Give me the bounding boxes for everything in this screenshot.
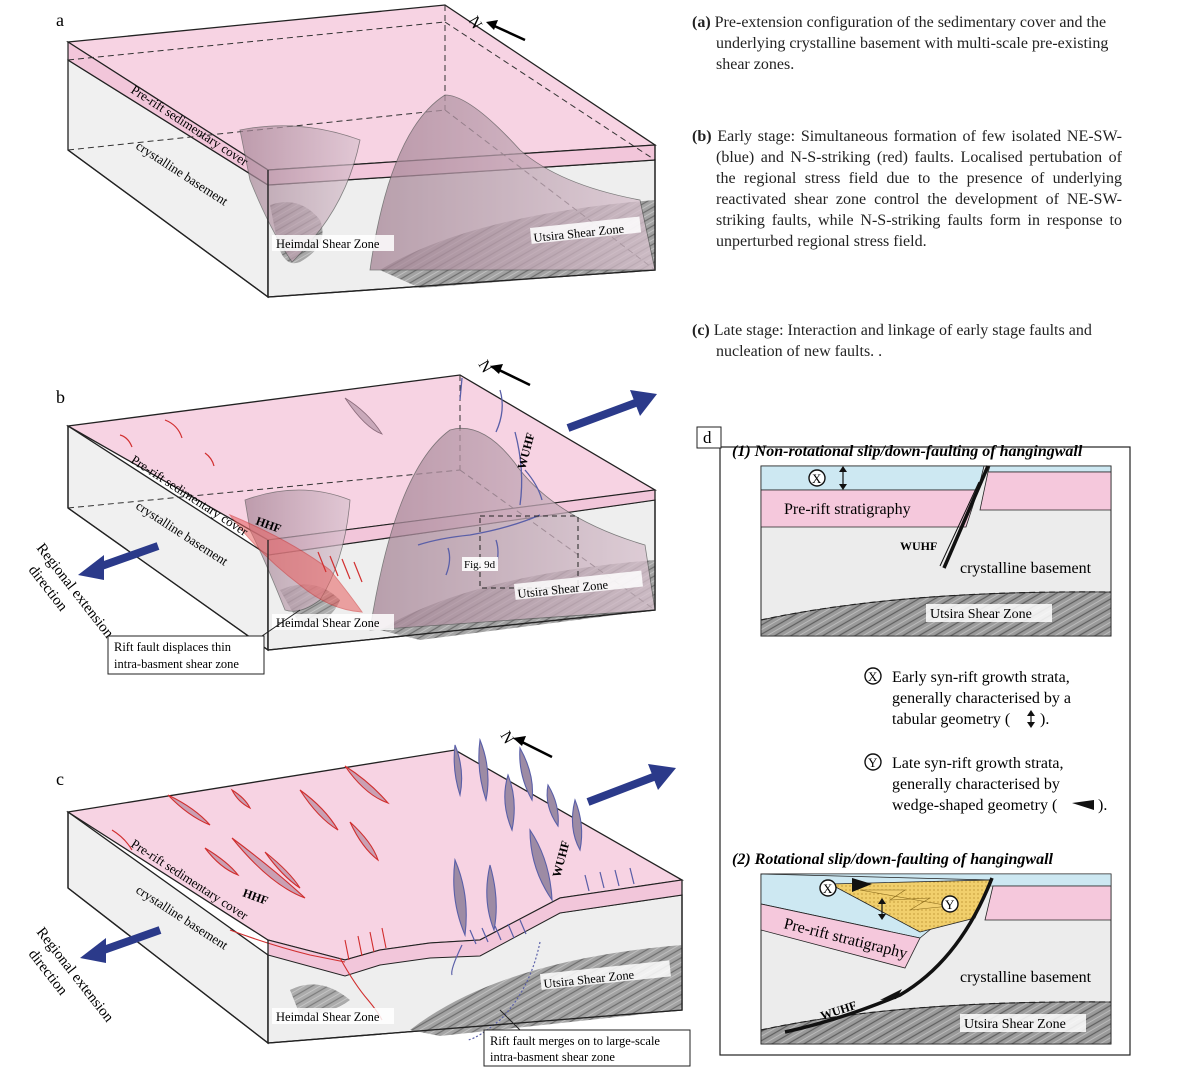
panel-letter-a: a: [56, 10, 64, 30]
panel-letter-b: b: [56, 387, 65, 407]
legend-y-line3: wedge-shaped geometry (: [892, 797, 1057, 814]
legend-y-line3-end: ).: [1098, 797, 1107, 814]
heimdal-label-c: Heimdal Shear Zone: [276, 1010, 380, 1024]
rift-fault-hhf-b: [228, 513, 364, 613]
panel-d-title1: (1) Non-rotational slip/down-faulting of…: [732, 443, 1083, 460]
tabular-symbol: [1027, 710, 1035, 728]
x-symbol-2-text: X: [823, 881, 833, 896]
legend-y-symbol: Y: [868, 755, 878, 770]
wuhf-label-1: WUHF: [900, 539, 937, 553]
note-box-c: [483, 1029, 691, 1067]
legend: X Early syn-rift growth strata, generall…: [864, 667, 1107, 814]
basement-label-2: crystalline basement: [960, 969, 1092, 986]
heimdal-label-a: Heimdal Shear Zone: [276, 237, 380, 251]
basement-label-1: crystalline basement: [960, 560, 1092, 577]
caption-b: (b) Early stage: Simultaneous formation …: [692, 126, 1122, 252]
caption-c-text: Late stage: Interaction and linkage of e…: [713, 322, 1092, 360]
caption-b-text: Early stage: Simultaneous formation of f…: [716, 128, 1122, 250]
north-label-c: N: [497, 729, 518, 748]
fig9d-label: Fig. 9d: [464, 559, 496, 571]
section-2: X Y Pre-rift stratigraphy WUHF crystalli…: [760, 873, 1112, 1045]
panel-d: d (1) Non-rotational slip/down-faulting …: [696, 426, 1131, 1056]
extension-arrow-right-b: [566, 390, 657, 432]
north-arrow-c: [513, 736, 553, 759]
block-diagram-c: N Pre-rift sedimentary cover crystalline…: [25, 729, 691, 1067]
wedge-symbol: [1072, 800, 1094, 810]
caption-c-tag: (c): [692, 322, 710, 339]
note-c-line1: Rift fault merges on to large-scale: [490, 1034, 660, 1048]
north-label-b: N: [475, 358, 496, 377]
red-fault-traces-c: [111, 829, 387, 1021]
block-diagram-a: N Pre-rift sedimentary cover crystalline…: [66, 4, 657, 299]
heimdal-label-b: Heimdal Shear Zone: [276, 616, 380, 630]
panel-d-frame: [719, 446, 1131, 1056]
panel-letter-d: d: [703, 428, 712, 447]
extension-arrow-left-b: [78, 542, 160, 580]
note-box-b: [107, 635, 265, 675]
caption-a-tag: (a): [692, 14, 711, 31]
north-arrow-b: [490, 364, 531, 387]
extension-arrow-right-c: [586, 764, 676, 806]
legend-x-line2: generally characterised by a: [892, 690, 1071, 707]
heimdal-shear-zone-c: [290, 984, 350, 1015]
section-1: X Pre-rift stratigraphy WUHF crystalline…: [760, 465, 1112, 637]
panel-d-title2: (2) Rotational slip/down-faulting of han…: [732, 851, 1054, 868]
legend-x-line3: tabular geometry (: [892, 711, 1010, 728]
note-b-line1: Rift fault displaces thin: [114, 640, 232, 654]
legend-y-line2: generally characterised by: [892, 776, 1060, 793]
legend-x-line1: Early syn-rift growth strata,: [892, 669, 1070, 686]
x-symbol-1-text: X: [812, 471, 822, 486]
caption-a: (a) Pre-extension configuration of the s…: [692, 12, 1122, 75]
note-c-line2: intra-basment shear zone: [490, 1050, 615, 1064]
caption-c: (c) Late stage: Interaction and linkage …: [692, 320, 1122, 362]
panel-d-letter-box: [696, 426, 722, 449]
caption-a-text: Pre-extension configuration of the sedim…: [714, 14, 1109, 73]
legend-y-line1: Late syn-rift growth strata,: [892, 755, 1064, 772]
blue-fault-traces-c: [451, 867, 635, 1041]
x-symbol-1: [808, 469, 826, 487]
caption-b-tag: (b): [692, 128, 712, 145]
note-b-line2: intra-basment shear zone: [114, 657, 239, 671]
utsira-label-2: Utsira Shear Zone: [964, 1017, 1066, 1032]
utsira-label-1: Utsira Shear Zone: [930, 607, 1032, 622]
legend-x-line3-end: ).: [1040, 711, 1049, 728]
legend-x-symbol: X: [868, 669, 878, 684]
block-diagram-b: Fig. 9d N Pre-rift sedimentary cover cry…: [25, 358, 657, 675]
x-symbol-2: [819, 879, 837, 897]
blue-fault-traces-b: [417, 377, 543, 576]
listric-wuhf: [784, 877, 994, 1034]
y-symbol-2-text: Y: [945, 897, 955, 912]
y-symbol-2: [941, 895, 959, 913]
surface-lens-b: [344, 397, 383, 435]
prerift-label-1: Pre-rift stratigraphy: [784, 501, 911, 518]
panel-letter-c: c: [56, 769, 64, 789]
red-fault-lenses-c: [167, 765, 390, 899]
red-fault-traces-b: [119, 419, 363, 583]
north-arrow-a: [486, 20, 526, 42]
extension-arrow-left-c: [80, 926, 162, 963]
blue-fault-lenses-c: [453, 737, 583, 938]
